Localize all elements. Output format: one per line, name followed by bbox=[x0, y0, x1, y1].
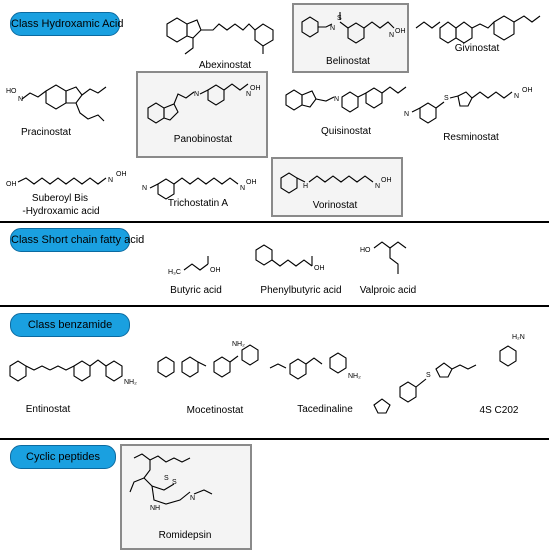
svg-text:H: H bbox=[303, 183, 308, 190]
svg-text:S: S bbox=[426, 372, 431, 379]
svg-text:NH₂: NH₂ bbox=[124, 379, 137, 386]
4s-c202-structure: S H₂N bbox=[373, 334, 525, 414]
pracinostat-label: Pracinostat bbox=[20, 127, 72, 138]
svg-text:OH: OH bbox=[250, 85, 261, 92]
svg-text:OH: OH bbox=[522, 87, 533, 94]
svg-text:N: N bbox=[389, 32, 394, 39]
resminostat-structure: N S N OH bbox=[404, 87, 533, 124]
butyric-acid-structure: H₃C OH bbox=[168, 256, 221, 276]
section-divider bbox=[0, 438, 549, 440]
svg-text:OH: OH bbox=[6, 181, 17, 188]
valproic-acid-label: Valproic acid bbox=[359, 285, 417, 296]
svg-text:S: S bbox=[172, 479, 177, 486]
svg-text:HO: HO bbox=[6, 88, 17, 95]
tacedinaline-structure: NH₂ bbox=[269, 352, 361, 380]
section-benzamide: Class benzamide bbox=[10, 313, 130, 337]
svg-text:OH: OH bbox=[395, 28, 406, 35]
svg-text:N: N bbox=[142, 185, 147, 192]
suberoyl-bis-label-line2: -Hydroxamic acid bbox=[22, 206, 100, 217]
section-divider bbox=[0, 221, 549, 223]
vorinostat-label: Vorinostat bbox=[312, 200, 358, 211]
panobinostat-label: Panobinostat bbox=[173, 134, 233, 145]
svg-text:H₃C: H₃C bbox=[168, 269, 181, 276]
belinostat-label: Belinostat bbox=[326, 56, 370, 67]
panobinostat-structure: N N OH bbox=[147, 83, 261, 124]
section-divider bbox=[0, 305, 549, 307]
4s-c202-label: 4S C202 bbox=[479, 405, 519, 416]
butyric-acid-label: Butyric acid bbox=[170, 285, 222, 296]
romidepsin-structure: S S NH N bbox=[129, 453, 213, 512]
section-hydroxamic-acid: Class Hydroxamic Acid bbox=[10, 12, 123, 36]
entinostat-structure: NH₂ bbox=[9, 359, 137, 386]
svg-text:NH₂: NH₂ bbox=[348, 373, 361, 380]
svg-text:OH: OH bbox=[246, 179, 257, 186]
svg-text:OH: OH bbox=[381, 177, 392, 184]
svg-text:S: S bbox=[444, 95, 449, 102]
mocetinostat-structure: NH₂ bbox=[157, 341, 259, 378]
abexinostat-label: Abexinostat bbox=[198, 60, 252, 71]
mocetinostat-label: Mocetinostat bbox=[186, 405, 244, 416]
trichostatin-a-label: Trichostatin A bbox=[167, 198, 229, 209]
belinostat-structure: N S N OH bbox=[301, 12, 406, 44]
section-cyclic-peptides: Cyclic peptides bbox=[10, 445, 116, 469]
tacedinaline-label: Tacedinaline bbox=[297, 404, 353, 415]
svg-text:NH: NH bbox=[150, 505, 160, 512]
abexinostat-structure bbox=[166, 17, 274, 55]
svg-text:NH₂: NH₂ bbox=[232, 341, 245, 348]
romidepsin-highlight-box bbox=[120, 444, 252, 550]
svg-text:N: N bbox=[240, 185, 245, 192]
phenylbutyric-acid-label: Phenylbutyric acid bbox=[260, 285, 342, 296]
suberoyl-bis-label-line1: Suberoyl Bis bbox=[31, 193, 89, 204]
svg-text:N: N bbox=[194, 91, 199, 98]
svg-text:N: N bbox=[404, 111, 409, 118]
valproic-acid-structure: HO bbox=[360, 241, 407, 274]
romidepsin-label: Romidepsin bbox=[158, 530, 212, 541]
svg-text:N: N bbox=[334, 96, 339, 103]
belinostat-highlight-box bbox=[292, 3, 409, 73]
quisinostat-structure: N bbox=[285, 86, 407, 113]
pracinostat-structure: HO N bbox=[6, 84, 107, 122]
quisinostat-label: Quisinostat bbox=[320, 126, 372, 137]
resminostat-label: Resminostat bbox=[443, 132, 499, 143]
svg-text:S: S bbox=[164, 475, 169, 482]
vorinostat-structure: H N OH bbox=[280, 172, 392, 194]
svg-text:N: N bbox=[18, 96, 23, 103]
svg-text:HO: HO bbox=[360, 247, 371, 254]
suberoyl-bis-hydroxamic-acid-structure: OH N OH bbox=[6, 171, 127, 188]
svg-text:N: N bbox=[246, 91, 251, 98]
svg-text:OH: OH bbox=[116, 171, 127, 178]
svg-text:H₂N: H₂N bbox=[512, 334, 525, 341]
svg-text:N: N bbox=[330, 25, 335, 32]
givinostat-label: Givinostat bbox=[454, 43, 500, 54]
svg-text:OH: OH bbox=[210, 267, 221, 274]
svg-text:N: N bbox=[514, 93, 519, 100]
svg-text:OH: OH bbox=[314, 265, 325, 272]
svg-text:N: N bbox=[375, 183, 380, 190]
svg-text:N: N bbox=[190, 495, 195, 502]
givinostat-structure bbox=[415, 15, 541, 44]
section-short-chain-fatty-acid: Class Short chain fatty acid bbox=[10, 228, 144, 252]
phenylbutyric-acid-structure: OH bbox=[255, 244, 325, 272]
trichostatin-a-structure: N N OH bbox=[142, 177, 257, 200]
entinostat-label: Entinostat bbox=[25, 404, 71, 415]
vorinostat-highlight-box bbox=[271, 157, 403, 217]
svg-text:N: N bbox=[108, 177, 113, 184]
